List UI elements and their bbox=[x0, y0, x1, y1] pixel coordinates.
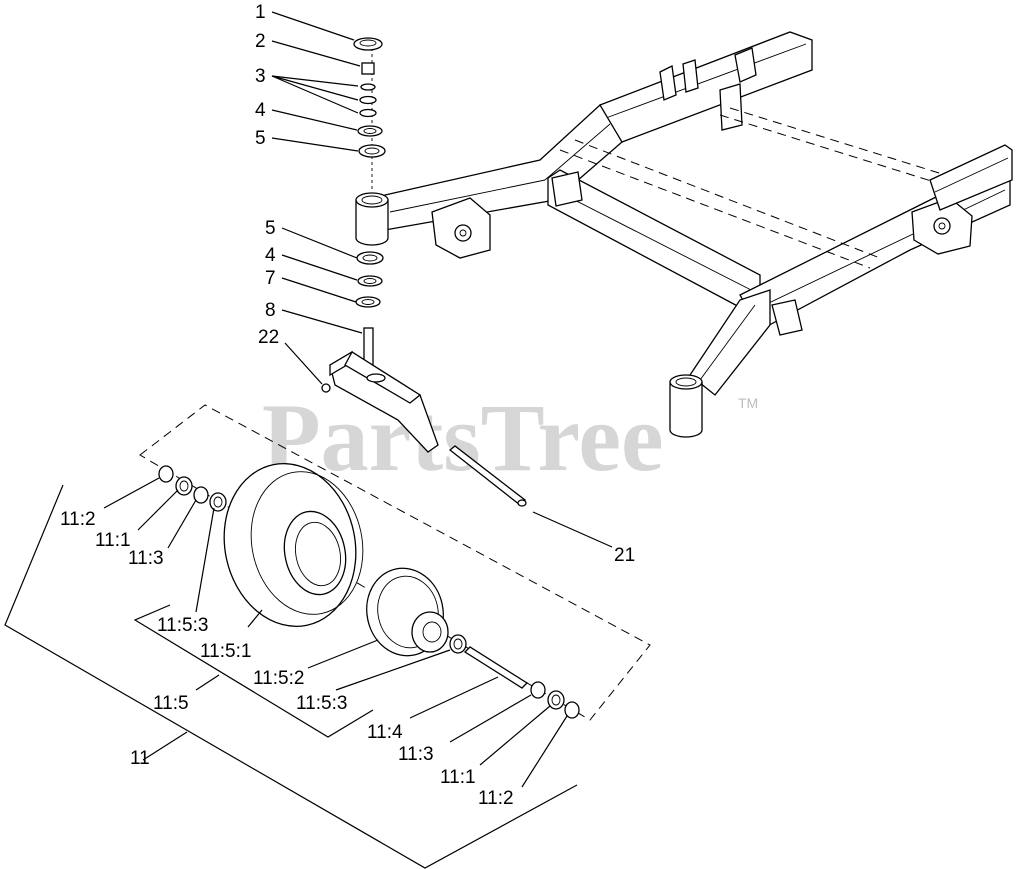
callout-11-5-3-right: 11:5:3 bbox=[296, 693, 347, 714]
lower-bearing-cup bbox=[356, 251, 384, 265]
watermark: PartsTree TM bbox=[262, 384, 758, 491]
frame-assembly bbox=[384, 31, 1013, 438]
frame-rear-crossbar bbox=[599, 31, 813, 143]
callout-5: 5 bbox=[255, 128, 266, 149]
callout-3: 3 bbox=[255, 66, 266, 87]
grease-seal bbox=[355, 296, 381, 308]
grease-fitting bbox=[321, 383, 331, 393]
callout-11-1-left: 11:1 bbox=[95, 530, 131, 551]
callout-22: 22 bbox=[258, 327, 279, 348]
group-11-5-bracket bbox=[133, 604, 374, 738]
caster-fork bbox=[321, 350, 439, 453]
watermark-trademark: TM bbox=[738, 395, 758, 411]
group-brackets bbox=[4, 484, 578, 869]
bearing-cup bbox=[358, 144, 386, 158]
callout-11-2-left: 11:2 bbox=[60, 509, 96, 530]
callout-11-5-2: 11:5:2 bbox=[253, 668, 304, 689]
callout-11-5: 11:5 bbox=[153, 693, 189, 714]
bearing-cone bbox=[357, 125, 383, 137]
callout-11-2-right: 11:2 bbox=[478, 788, 514, 809]
upper-bearing-stack bbox=[353, 37, 386, 192]
leader-lines bbox=[103, 11, 613, 788]
fork-axle-bolt bbox=[448, 445, 527, 507]
callout-11-5-3-left: 11:5:3 bbox=[157, 615, 208, 636]
callout-4-lower: 4 bbox=[265, 245, 276, 266]
wheel-axle bbox=[463, 646, 529, 689]
callout-labels: 1 2 3 4 5 5 4 7 8 22 21 11:2 11:1 11:3 1… bbox=[60, 2, 635, 809]
callout-2: 2 bbox=[255, 31, 266, 52]
watermark-text: PartsTree bbox=[262, 384, 664, 491]
callout-5-lower: 5 bbox=[265, 218, 276, 239]
left-hub-parts bbox=[158, 465, 227, 512]
callout-11-5-1: 11:5:1 bbox=[200, 641, 251, 662]
spacer-washer bbox=[360, 83, 376, 91]
callout-21: 21 bbox=[614, 545, 635, 566]
wheel-rim bbox=[366, 567, 449, 657]
lock-nut bbox=[361, 62, 375, 75]
caster-mount-tube bbox=[355, 192, 389, 246]
frame-rear-bracket bbox=[734, 47, 757, 83]
group-11-bracket bbox=[4, 484, 578, 869]
tire bbox=[223, 463, 364, 627]
callout-11-1-right: 11:1 bbox=[440, 767, 476, 788]
callout-11-4: 11:4 bbox=[367, 722, 403, 743]
callout-11: 11 bbox=[130, 748, 150, 769]
frame-right-caster-tube bbox=[669, 381, 703, 438]
callout-7: 7 bbox=[265, 268, 276, 289]
right-hub-parts bbox=[449, 634, 580, 719]
callout-1: 1 bbox=[255, 2, 266, 23]
callout-8: 8 bbox=[265, 300, 276, 321]
frame-right-arm bbox=[689, 289, 771, 396]
callout-11-3-right: 11:3 bbox=[398, 744, 434, 765]
callout-4: 4 bbox=[255, 100, 266, 121]
lower-bearing-stack bbox=[355, 251, 384, 379]
lower-bearing-cone bbox=[357, 275, 383, 287]
callout-11-3-left: 11:3 bbox=[128, 548, 164, 569]
